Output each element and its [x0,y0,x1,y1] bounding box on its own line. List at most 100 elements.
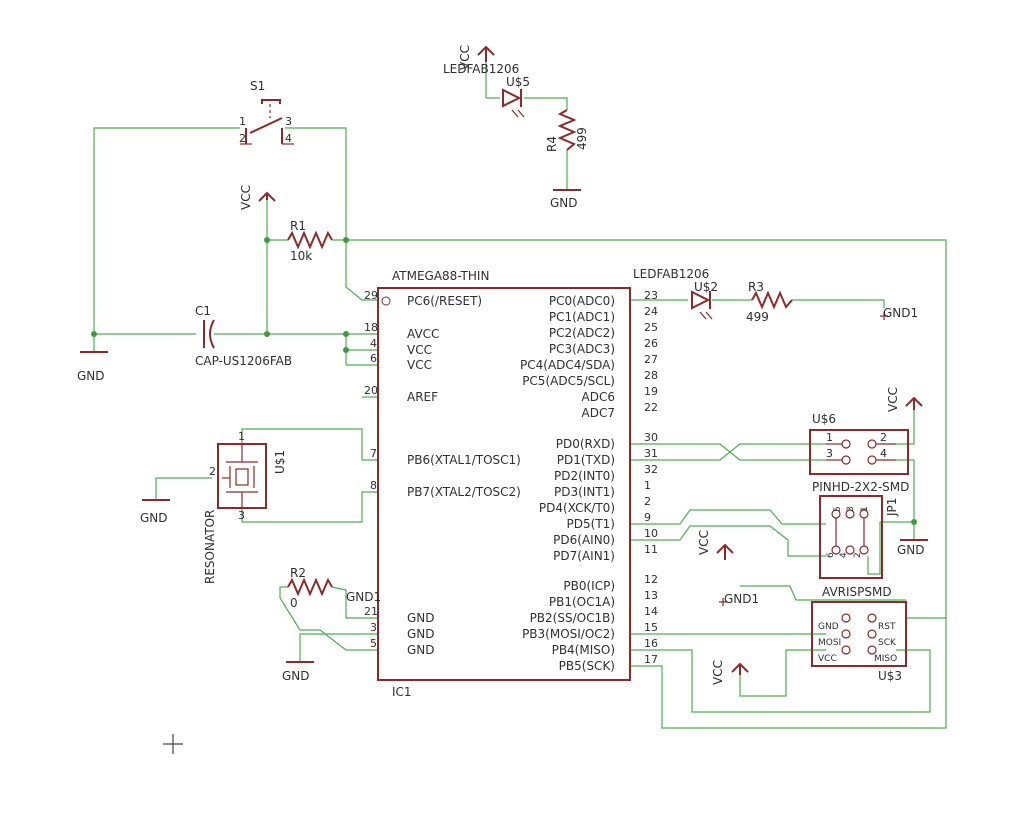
ic1-pin-num: 28 [644,369,658,382]
vcc-label: VCC [239,185,253,210]
ic1-pin-name: ADC6 [582,390,615,404]
gnd-symbol: GND [550,189,581,210]
s1-pin-num: 4 [285,132,292,145]
r2-ref: R2 [290,566,306,580]
ic1-right-pins: 23 PC0(ADC0) 24 PC1(ADC1) 25 PC2(ADC2) 2… [520,289,658,673]
ic1-pin-name: PD3(INT1) [554,485,615,499]
ic1-pin-num: 6 [370,352,377,365]
ic1-pin-num: 21 [364,605,378,618]
u1-pin-num: 3 [238,509,245,522]
ic1-pin-name: PB5(SCK) [559,659,615,673]
u1-value: RESONATOR [203,510,217,584]
gnd-symbol: GND [140,499,170,525]
u1-pin-num: 2 [209,465,216,478]
u6-value: PINHD-2X2-SMD [812,480,909,494]
ic1-pin-name: PC6(/RESET) [407,294,482,308]
ic1-pin-num: 29 [364,289,378,302]
u2-ref: U$2 [694,280,718,294]
ic1-pin-num: 31 [644,447,658,460]
crosshair-cursor-icon [163,734,183,754]
ic1-pin-num: 30 [644,431,658,444]
u1-resonator[interactable]: 1 2 3 U$1 RESONATOR [203,430,287,584]
vcc-label: VCC [886,387,900,412]
r4-value: 499 [575,127,589,150]
s1-pin-num: 3 [285,115,292,128]
ic1-pin-num: 23 [644,289,658,302]
c1-capacitor[interactable]: C1 CAP-US1206FAB [195,304,292,368]
ic1-value: ATMEGA88-THIN [392,269,489,283]
c1-value: CAP-US1206FAB [195,354,292,368]
u3-ref: U$3 [878,669,902,683]
ic1-pin-name: PB7(XTAL2/TOSC2) [407,485,521,499]
jp1-header[interactable]: JP1 5 3 1 6 4 2 [819,495,899,579]
vcc-label: VCC [458,45,472,70]
gnd1-symbol: GND1 [880,306,918,320]
u1-ref: U$1 [273,450,287,474]
ic1-pin-num: 3 [370,621,377,634]
ic1-pin-name: PC1(ADC1) [549,310,615,324]
ic1-pin-num: 11 [644,543,658,556]
jp1-pin-num: 5 [833,506,843,512]
ic1-pin-name: PD2(INT0) [554,469,615,483]
ic1-pin-num: 18 [364,321,378,334]
u5-ref: U$5 [506,75,530,89]
ic1-pin-num: 2 [644,495,651,508]
gnd-symbol: GND [77,351,108,383]
gnd-symbol: GND [897,539,928,557]
ic1-pin-num: 19 [644,385,658,398]
r1-resistor[interactable]: R1 10k [287,219,333,263]
u5-value: LEDFAB1206 [443,62,519,76]
wires [93,62,947,729]
ic1-pin-name: PD7(AIN1) [553,549,615,563]
r3-value: 499 [746,310,769,324]
gnd1-label: GND1 [724,592,759,606]
u3-pin-label: RST [878,622,896,632]
s1-switch[interactable]: S1 1 2 3 4 [239,79,294,145]
ic1-pin-num: 15 [644,621,658,634]
ic1-pin-num: 10 [644,527,658,540]
u1-pin-num: 1 [238,430,245,443]
ic1-pin-name: AREF [407,390,438,404]
ic1-pin-num: 25 [644,321,658,334]
u5-led[interactable]: LEDFAB1206 U$5 [443,62,530,118]
ic1-pin-name: PD0(RXD) [556,437,615,451]
r1-value: 10k [290,249,312,263]
vcc-symbol: VCC [697,530,734,560]
ic1-pin-name: ADC7 [582,406,615,420]
u3-isp-header[interactable]: AVRISPSMD U$3 GND RST MOSI SCK VCC MISO [811,585,907,683]
u6-pin-num: 3 [826,447,833,460]
ic1-pin-num: 20 [364,384,378,397]
ic1-pin-name: PC4(ADC4/SDA) [520,358,615,372]
ic1-pin-name: PC0(ADC0) [549,294,615,308]
ic1-pin-name: PD6(AIN0) [553,533,615,547]
vcc-label: VCC [697,530,711,555]
vcc-label: VCC [711,660,725,685]
ic1-pin-name: GND [407,611,435,625]
gnd1-symbol: GND1 [346,590,381,604]
vcc-symbol: VCC [711,660,749,685]
jp1-pin-num: 4 [839,552,849,558]
r2-resistor[interactable]: R2 0 [287,566,333,610]
ic1-pin-name: PD4(XCK/T0) [539,501,615,515]
u6-ref: U$6 [812,412,836,426]
ic1-pin-num: 17 [644,653,658,666]
jp1-ref: JP1 [885,498,899,517]
s1-ref: S1 [250,79,265,93]
gnd1-symbol: GND1 [719,592,759,606]
r1-ref: R1 [290,219,306,233]
reset-inversion-bubble [381,296,391,306]
ic1-atmega88[interactable]: ATMEGA88-THIN IC1 29 PC6(/RESET) 18 AVCC… [364,269,658,699]
u6-header[interactable]: U$6 PINHD-2X2-SMD 1 2 3 4 [809,412,909,494]
u3-pin-label: SCK [878,638,897,648]
u3-pin-label: GND [818,622,839,632]
ic1-pin-num: 7 [370,447,377,460]
r3-resistor[interactable]: R3 499 [746,280,793,324]
vcc-symbol: VCC [886,387,923,412]
r4-resistor[interactable]: R4 499 [545,109,589,152]
ic1-pin-name: GND [407,627,435,641]
ic1-pin-name: VCC [407,343,432,357]
ic1-pin-name: PB3(MOSI/OC2) [522,627,615,641]
ic1-pin-num: 1 [644,479,651,492]
u2-led[interactable]: LEDFAB1206 U$2 [633,267,718,320]
